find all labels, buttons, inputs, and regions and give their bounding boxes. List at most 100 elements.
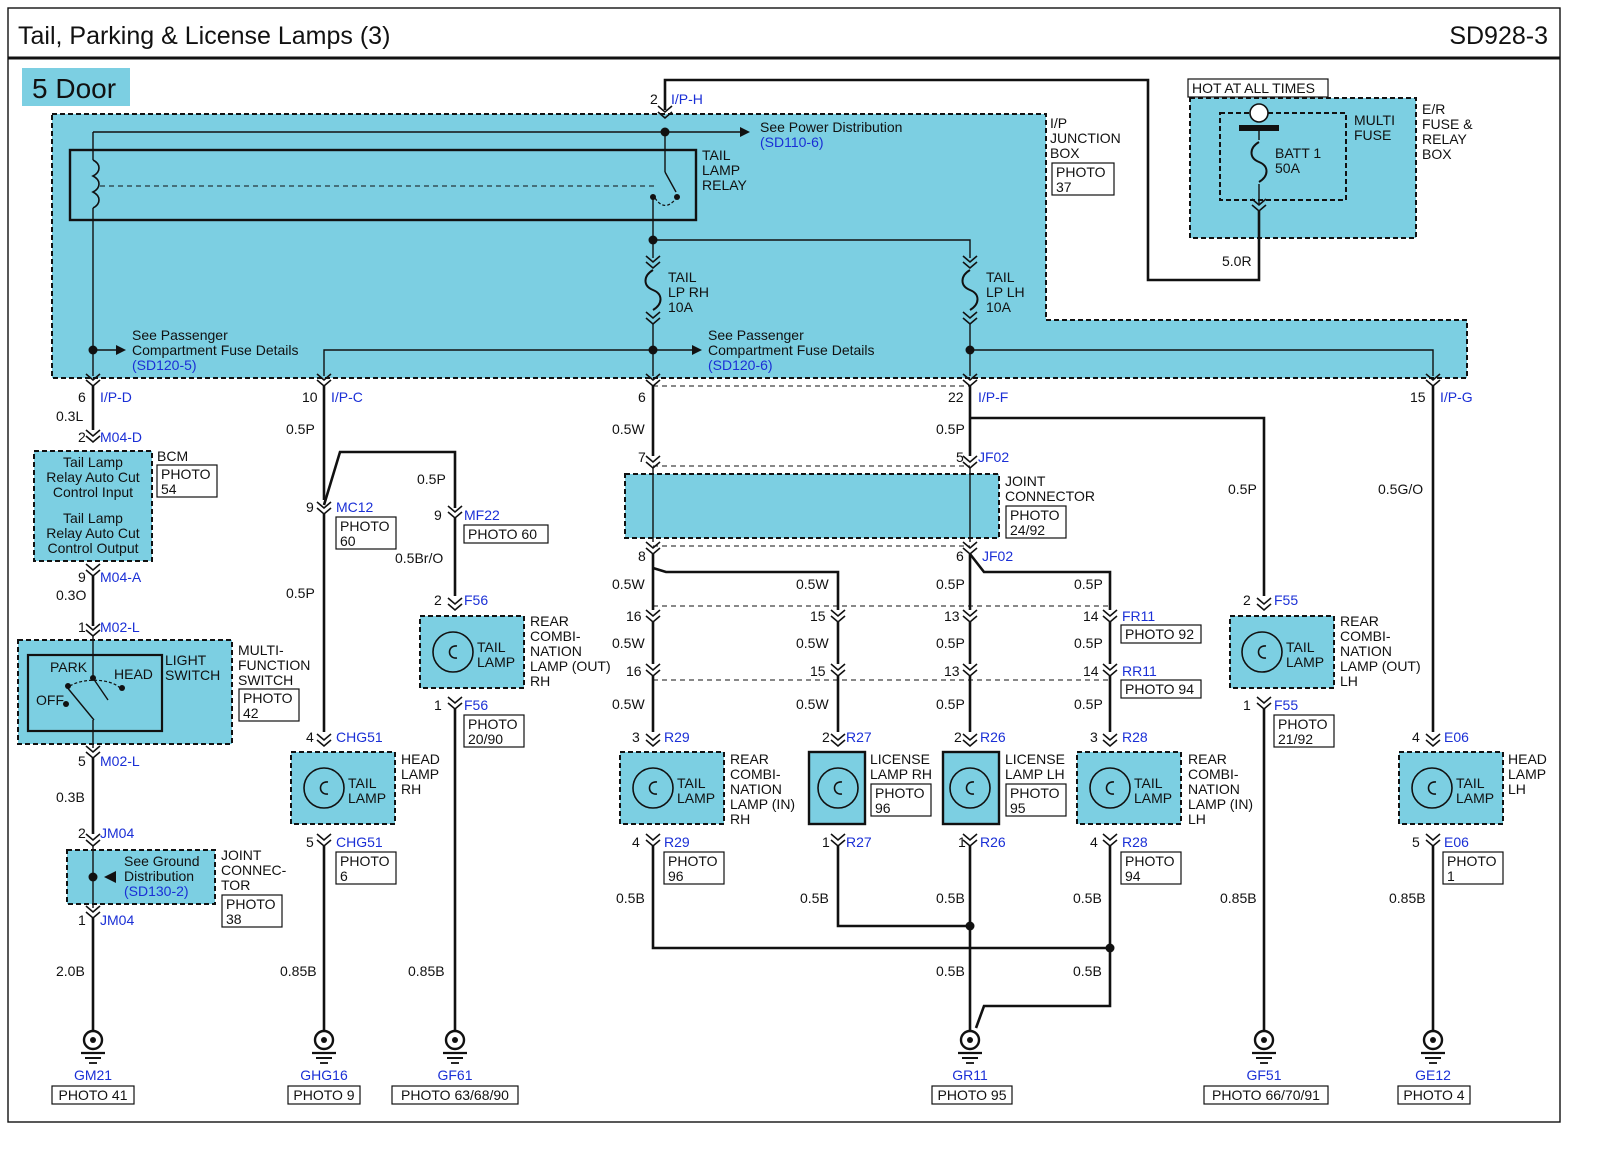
r27-pin-bot: 1 bbox=[822, 834, 830, 850]
jm-photo-2: 38 bbox=[226, 911, 242, 927]
e06-wire: 0.5G/O bbox=[1378, 481, 1423, 497]
c2-jumper-wire bbox=[322, 450, 457, 508]
rcorh-lamp-2: LAMP bbox=[477, 654, 515, 670]
r29-lamp-1: TAIL bbox=[677, 775, 706, 791]
bcm-name: BCM bbox=[157, 448, 188, 464]
rcorh-name-4: LAMP (OUT) bbox=[530, 658, 611, 674]
ipd-pin: 6 bbox=[78, 389, 86, 405]
ground-gm21: GM21 bbox=[74, 1067, 112, 1083]
jc-pin5: 5 bbox=[956, 449, 964, 465]
r29-pin-top: 3 bbox=[632, 729, 640, 745]
chg51-conn-top: CHG51 bbox=[336, 729, 383, 745]
chg51-photo-2: 6 bbox=[340, 868, 348, 884]
r29-name-5: RH bbox=[730, 811, 750, 827]
r29-photo-1: PHOTO bbox=[668, 853, 718, 869]
rear-combi-in-rh bbox=[620, 752, 724, 824]
f55-name-5: LH bbox=[1340, 673, 1358, 689]
ij-photo-box bbox=[1051, 162, 1115, 196]
w-c3: 0.5P bbox=[936, 696, 965, 712]
r28-name-1: REAR bbox=[1188, 751, 1227, 767]
jc-wire-p: 0.5P bbox=[936, 421, 965, 437]
f55-photo-2: 21/92 bbox=[1278, 731, 1313, 747]
sw-light-2: SWITCH bbox=[165, 667, 220, 683]
gw-a: 0.5B bbox=[616, 890, 645, 906]
ground-ge12-photo: PHOTO 4 bbox=[1403, 1087, 1464, 1103]
fuse-lh-1: TAIL bbox=[986, 269, 1015, 285]
sw-light-1: LIGHT bbox=[165, 652, 207, 668]
r28-conn-top: R28 bbox=[1122, 729, 1148, 745]
f56-photo-1: PHOTO bbox=[468, 716, 518, 732]
fr11-conn: FR11 bbox=[1122, 608, 1155, 624]
c2-wire-bot: 0.85B bbox=[280, 963, 317, 979]
hot-label: HOT AT ALL TIMES bbox=[1192, 80, 1315, 96]
rr11-photo: PHOTO 94 bbox=[1125, 681, 1194, 697]
f55-photo-1: PHOTO bbox=[1278, 716, 1328, 732]
e06-name-3: LH bbox=[1508, 781, 1526, 797]
sw-wire-bot: 0.3B bbox=[56, 789, 85, 805]
r28-name-3: NATION bbox=[1188, 781, 1240, 797]
e06-pin-bot: 5 bbox=[1412, 834, 1420, 850]
gw-b: 0.5B bbox=[800, 890, 829, 906]
f55-conn-top: F55 bbox=[1274, 592, 1298, 608]
er-fuse-box-outline bbox=[1189, 97, 1417, 239]
batt-fuse-1: BATT 1 bbox=[1275, 145, 1321, 161]
jc-conn-bot: JF02 bbox=[982, 548, 1013, 564]
batt-feed-wire bbox=[663, 78, 1261, 282]
f55-wire-bot: 0.85B bbox=[1220, 890, 1257, 906]
e06-conn-bot: E06 bbox=[1444, 834, 1469, 850]
f55-name-2: COMBI- bbox=[1340, 628, 1391, 644]
w-b3: 0.5W bbox=[796, 696, 829, 712]
f55-name-1: REAR bbox=[1340, 613, 1379, 629]
gw-c: 0.5B bbox=[936, 890, 965, 906]
jc-photo-2: 24/92 bbox=[1010, 522, 1045, 538]
e06-lamp-1: TAIL bbox=[1456, 775, 1485, 791]
ipf-pin: 22 bbox=[948, 389, 964, 405]
jc-photo-1: PHOTO bbox=[1010, 507, 1060, 523]
gw-d: 0.5B bbox=[1073, 890, 1102, 906]
f55-name-3: NATION bbox=[1340, 643, 1392, 659]
r26-conn-bot: R26 bbox=[980, 834, 1006, 850]
batt-wire-size: 5.0R bbox=[1222, 253, 1252, 269]
f55-conn-bot: F55 bbox=[1274, 697, 1298, 713]
w-c2: 0.5P bbox=[936, 635, 965, 651]
iph-connector: I/P-H bbox=[671, 91, 703, 107]
r27-conn-bot: R27 bbox=[846, 834, 872, 850]
ground-gm21-photo: PHOTO 41 bbox=[59, 1087, 128, 1103]
e06-photo-1: PHOTO bbox=[1447, 853, 1497, 869]
ground-gf61-photo: PHOTO 63/68/90 bbox=[401, 1087, 509, 1103]
bcm-conn-bot: M04-A bbox=[100, 569, 142, 585]
bcm-wire-top: 0.3L bbox=[56, 408, 83, 424]
r28-name-4: LAMP (IN) bbox=[1188, 796, 1253, 812]
ij-label-1: I/P bbox=[1050, 115, 1067, 131]
rear-combi-out-rh bbox=[420, 616, 524, 688]
fr-p13: 13 bbox=[944, 608, 960, 624]
f55-feed-wire bbox=[970, 416, 1266, 596]
power-dist-label: See Power Distribution bbox=[760, 119, 902, 135]
e06-lamp-2: LAMP bbox=[1456, 790, 1494, 806]
rcorh-name-3: NATION bbox=[530, 643, 582, 659]
r27-photo-2: 96 bbox=[875, 800, 891, 816]
r27-name-2: LAMP RH bbox=[870, 766, 932, 782]
r27-name-1: LICENSE bbox=[870, 751, 930, 767]
jm-pin-top: 2 bbox=[78, 825, 86, 841]
c3-wire-bot: 0.85B bbox=[408, 963, 445, 979]
fuse-rh-1: TAIL bbox=[668, 269, 697, 285]
sw-conn-bot: M02-L bbox=[100, 753, 140, 769]
er-fuse-box bbox=[1190, 98, 1416, 238]
ground-gf51: GF51 bbox=[1246, 1067, 1281, 1083]
w-a1: 0.5W bbox=[612, 576, 645, 592]
jc-wire-w: 0.5W bbox=[612, 421, 645, 437]
sw-off: OFF bbox=[36, 692, 64, 708]
e06-name-1: HEAD bbox=[1508, 751, 1547, 767]
fuse-lh-3: 10A bbox=[986, 299, 1012, 315]
sw-mfs-2: FUNCTION bbox=[238, 657, 310, 673]
ij-photo-2: 37 bbox=[1056, 179, 1072, 195]
jc-pin6: 6 bbox=[956, 548, 964, 564]
bcm-out-1: Tail Lamp bbox=[63, 510, 123, 526]
e06-name-2: LAMP bbox=[1508, 766, 1546, 782]
hot-label-box bbox=[1187, 78, 1329, 98]
w-b2: 0.5W bbox=[796, 635, 829, 651]
jm-name-3: TOR bbox=[221, 877, 250, 893]
